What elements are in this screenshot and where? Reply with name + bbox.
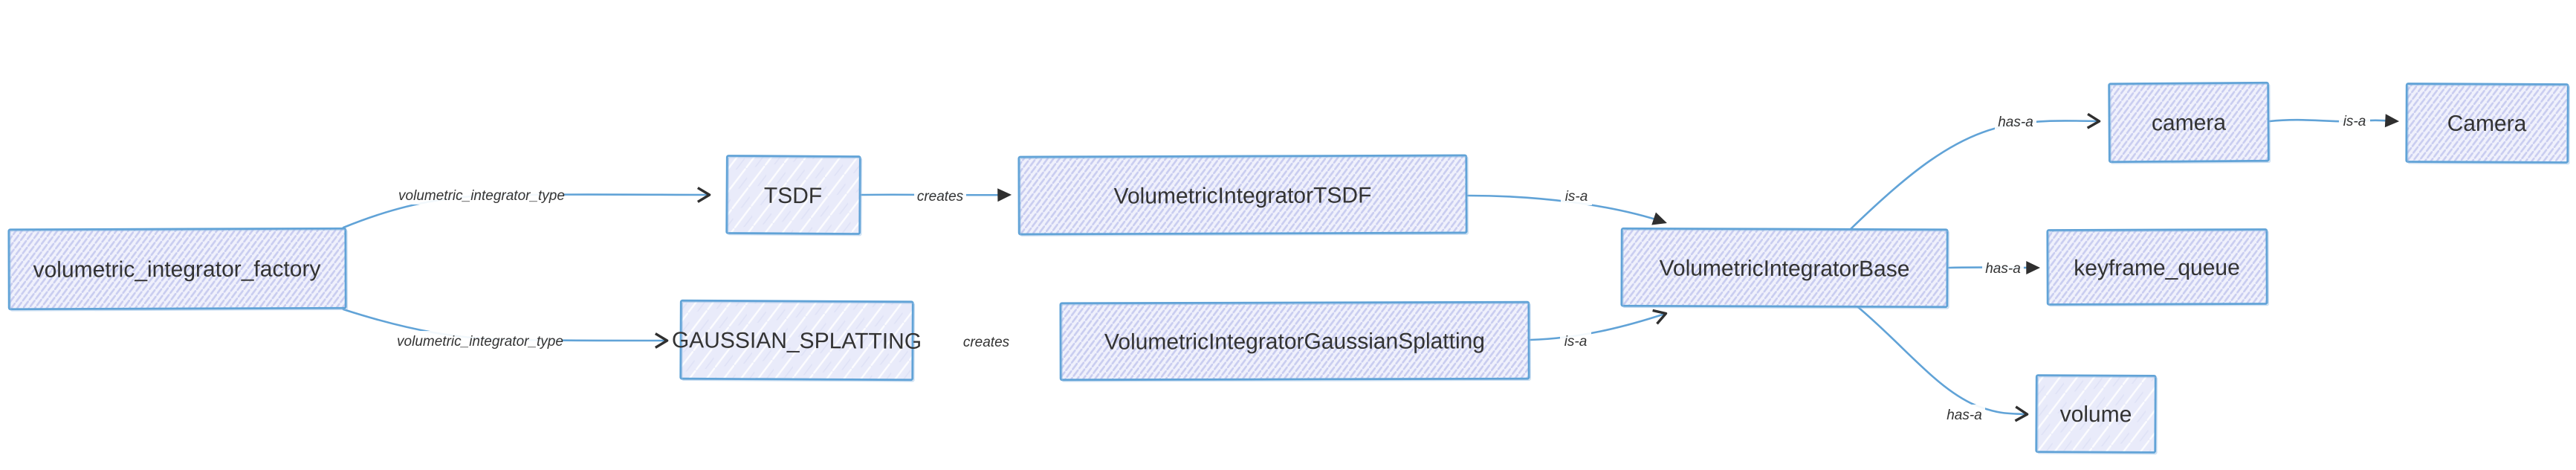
svg-text:volumetric_integrator_type: volumetric_integrator_type [397,334,563,350]
svg-text:is-a: is-a [1565,189,1588,205]
node-gaussian-splatting: GAUSSIAN_SPLATTING [672,299,922,382]
svg-text:is-a: is-a [2343,114,2366,129]
svg-text:creates: creates [917,189,964,205]
svg-text:Camera: Camera [2447,112,2527,136]
svg-text:volumetric_integrator_type: volumetric_integrator_type [398,188,565,204]
edge-labels-layer: volumetric_integrator_type volumetric_in… [397,111,2370,424]
node-volume: volume [2035,374,2158,455]
edge-label-camera-is-a: is-a [2339,111,2370,130]
svg-text:creates: creates [963,335,1010,350]
svg-text:volumetric_integrator_factory: volumetric_integrator_factory [33,257,321,282]
edge-label-base-camera-has-a: has-a [1995,112,2036,131]
svg-text:VolumetricIntegratorBase: VolumetricIntegratorBase [1660,256,1910,281]
svg-text:keyframe_queue: keyframe_queue [2074,256,2240,281]
node-volumetric-integrator-gaussian-splatting: VolumetricIntegratorGaussianSplatting [1059,300,1531,382]
svg-text:VolumetricIntegratorGaussianSp: VolumetricIntegratorGaussianSplatting [1104,329,1485,354]
nodes-layer: volumetric_integrator_factory TSDF Volum… [7,81,2571,455]
edge-label-vi-gaussian-is-a: is-a [1560,331,1591,350]
svg-text:has-a: has-a [1985,261,2021,277]
node-volumetric-integrator-factory: volumetric_integrator_factory [7,227,348,312]
svg-text:has-a: has-a [1946,408,1982,423]
svg-text:is-a: is-a [1564,334,1588,350]
edge-base-to-volume [1857,306,2029,422]
edge-label-factory-to-gaussian: volumetric_integrator_type [397,331,563,350]
svg-text:has-a: has-a [1998,115,2033,130]
edge-label-volume-has-a: has-a [1944,405,1985,424]
edge-label-keyframe-has-a: has-a [1982,258,2024,277]
svg-text:TSDF: TSDF [764,184,823,208]
svg-text:VolumetricIntegratorTSDF: VolumetricIntegratorTSDF [1114,183,1372,208]
svg-text:GAUSSIAN_SPLATTING: GAUSSIAN_SPLATTING [672,328,922,354]
node-camera-member: camera [2108,81,2271,164]
edge-label-tsdf-creates: creates [914,186,966,205]
node-tsdf: TSDF [725,155,863,236]
node-volumetric-integrator-tsdf: VolumetricIntegratorTSDF [1017,154,1469,236]
node-camera-class: Camera [2405,83,2571,165]
edge-base-to-camera [1849,112,2101,231]
svg-text:camera: camera [2152,111,2227,136]
edge-camera-to-camera-class [2268,120,2397,121]
edge-label-vi-tsdf-is-a: is-a [1561,186,1592,205]
edge-label-factory-to-tsdf: volumetric_integrator_type [398,185,565,205]
node-volumetric-integrator-base: VolumetricIntegratorBase [1620,227,1949,309]
edge-label-gaussian-creates: creates [960,332,1012,351]
node-keyframe-queue: keyframe_queue [2046,228,2269,307]
svg-text:volume: volume [2060,402,2132,428]
edges-layer [342,112,2397,422]
edge-vi-gaussian-to-base [1529,309,1668,341]
